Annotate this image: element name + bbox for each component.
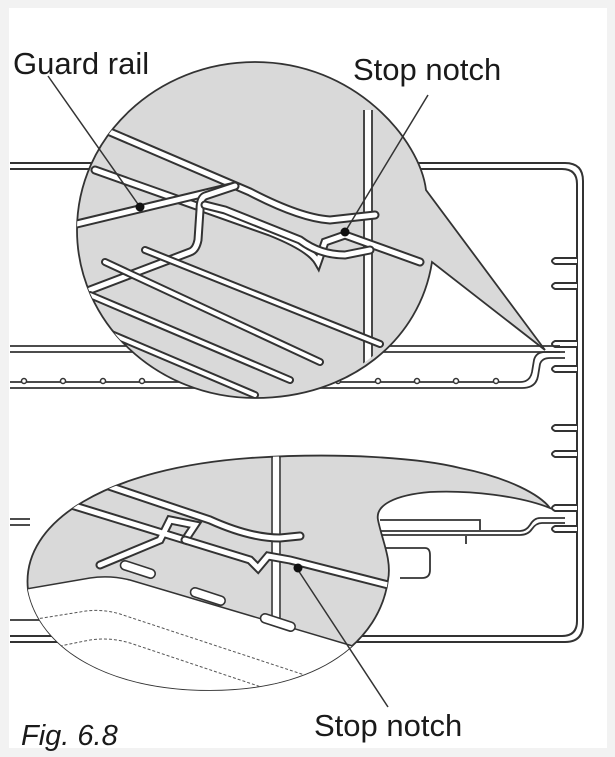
stop-notch-bottom-pointer-dot [293, 563, 303, 573]
magnified-tray-detail [27, 455, 405, 690]
magnifier-top [76, 61, 546, 399]
leader-dots [135, 202, 350, 573]
leader-lines [47, 75, 429, 708]
guard-rail-label: Guard rail [13, 46, 150, 81]
guard-rail-pointer-dot [135, 202, 145, 212]
stop-notch-bottom-label: Stop notch [314, 708, 463, 743]
stop-notch-top-label: Stop notch [353, 52, 502, 87]
magnifier-bottom [26, 454, 553, 691]
shelf-runners [551, 257, 577, 533]
magnified-shelf-wires [77, 110, 425, 398]
stop-notch-top-pointer-dot [340, 227, 350, 237]
oven-cavity-outline [10, 162, 584, 643]
figure-caption: Fig. 6.8 [21, 720, 118, 752]
tray-vent-slots [119, 560, 296, 632]
baking-tray [10, 517, 565, 579]
